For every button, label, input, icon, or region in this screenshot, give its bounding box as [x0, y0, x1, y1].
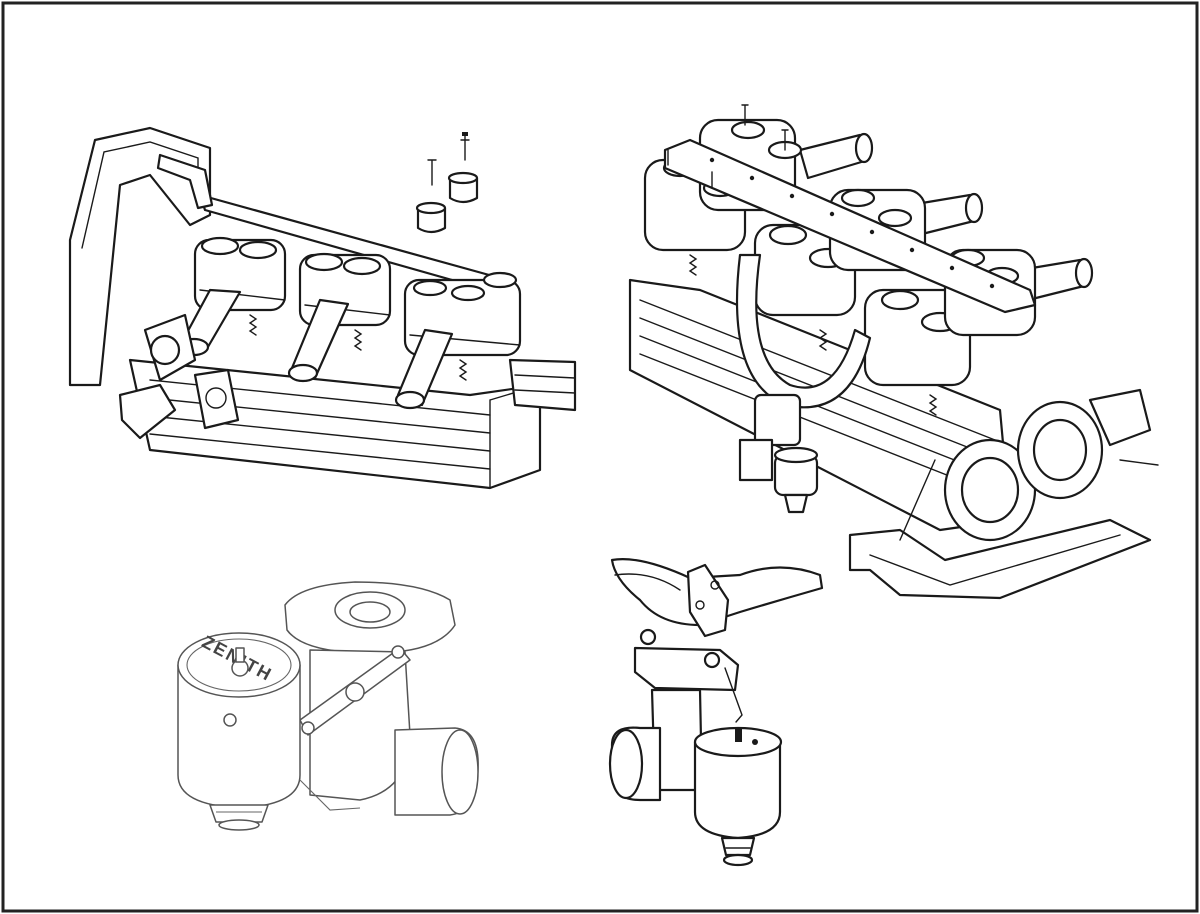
- exhaust-pipes: [798, 132, 1094, 302]
- rocker-tube-bolts: [709, 157, 995, 289]
- valve-springs-left: [248, 314, 468, 381]
- engine-right-view: [628, 104, 1159, 600]
- zenith-carburetor-detail: ZENITH: [177, 581, 479, 831]
- carburetor-on-engine: [738, 393, 819, 514]
- gear-covers-right: [899, 388, 1159, 542]
- engine-left-view: [68, 126, 577, 490]
- magneto-left: [118, 313, 240, 440]
- loose-parts: [415, 132, 479, 234]
- cylinder-bank-left: [193, 236, 522, 357]
- carburetor-mounted-detail: [608, 558, 824, 867]
